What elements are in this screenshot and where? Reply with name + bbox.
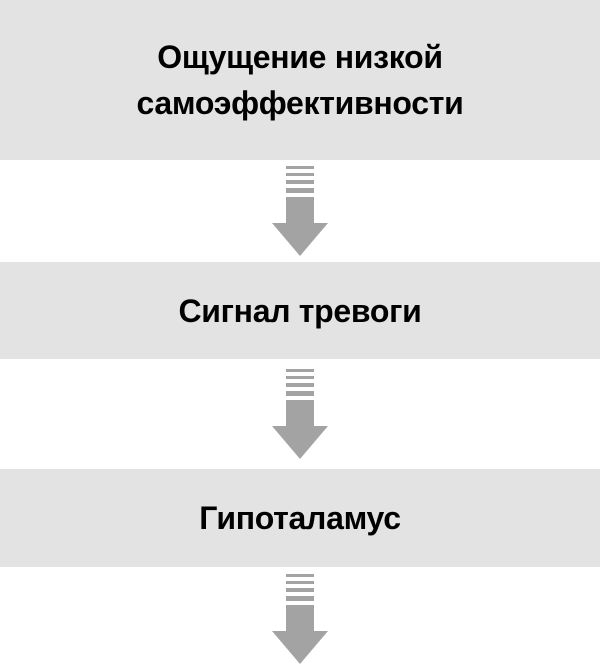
- arrow-stripe: [286, 383, 314, 387]
- arrow-stripe: [286, 173, 314, 176]
- arrow-stripe: [286, 188, 314, 193]
- arrow-stripe: [286, 574, 314, 577]
- arrow-stripe: [286, 596, 314, 601]
- arrow-stripe: [286, 376, 314, 379]
- arrow-stripe: [286, 581, 314, 584]
- arrow-stripe: [286, 180, 314, 184]
- arrow-stripe: [286, 391, 314, 396]
- down-arrow-icon: [272, 369, 328, 459]
- arrow-head: [272, 426, 328, 459]
- step-box-hypothalamus: Гипоталамус: [0, 469, 600, 567]
- step-box-alarm-signal: Сигнал тревоги: [0, 262, 600, 359]
- step-label: Ощущение низкой самоэффективности: [136, 39, 464, 121]
- arrow-stripe: [286, 166, 314, 169]
- step-label: Гипоталамус: [199, 500, 401, 536]
- arrow-shaft: [286, 400, 314, 426]
- arrow-head: [272, 223, 328, 256]
- step-label: Сигнал тревоги: [178, 292, 422, 329]
- down-arrow-icon: [272, 574, 328, 664]
- arrow-shaft: [286, 197, 314, 223]
- arrow-shaft: [286, 605, 314, 631]
- arrow-stripe: [286, 588, 314, 592]
- arrow-stripe: [286, 369, 314, 372]
- down-arrow-icon: [272, 166, 328, 256]
- arrow-head: [272, 631, 328, 664]
- step-box-low-self-efficacy: Ощущение низкой самоэффективности: [0, 0, 600, 160]
